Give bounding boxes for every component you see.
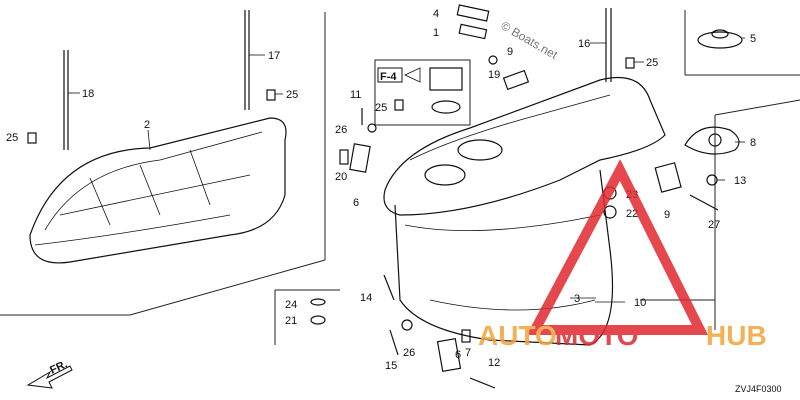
callout-27: 27 [708, 219, 720, 231]
callout-20: 20 [335, 171, 347, 183]
callout-7: 7 [465, 347, 471, 359]
callout-9-lower: 9 [664, 209, 670, 221]
callout-25-d: 25 [375, 102, 387, 114]
stud-16 [605, 8, 612, 82]
callout-19: 19 [488, 69, 500, 81]
part-7 [461, 329, 471, 343]
callout-10: 10 [634, 297, 646, 309]
callout-25-a: 25 [286, 89, 298, 101]
part-22 [603, 205, 617, 219]
callout-16: 16 [578, 38, 590, 50]
ref-label-f4: F-4 [380, 71, 397, 83]
washer-26-upper [367, 123, 377, 133]
brand-hub: HUB [706, 320, 767, 351]
callout-24: 24 [285, 299, 297, 311]
left-panel-frame [0, 12, 326, 316]
callout-13: 13 [734, 175, 746, 187]
callout-25-c: 25 [646, 57, 658, 69]
dowel-25-right [625, 57, 635, 69]
part-6-lower [436, 337, 462, 373]
ref-box-f4 [374, 59, 471, 126]
callout-15: 15 [385, 360, 397, 372]
stud-18 [63, 50, 69, 150]
callout-14: 14 [360, 292, 372, 304]
dowel-25-mid [394, 99, 404, 111]
callout-17: 17 [268, 50, 280, 62]
dowel-25-left [266, 89, 276, 101]
callout-25-b: 25 [6, 132, 18, 144]
diagram-code: ZVJ4F0300 [735, 384, 782, 394]
brand-watermark-logo: AUTO MOTO HUB [478, 159, 767, 351]
right-panel-frame [640, 10, 800, 330]
washer-26-lower [401, 319, 413, 331]
brand-moto: MOTO [555, 320, 638, 351]
part-9-upper [502, 69, 530, 91]
part-6-upper [349, 143, 371, 173]
callout-18: 18 [82, 88, 94, 100]
callout-1: 1 [433, 27, 439, 39]
part-19-nut [488, 55, 498, 65]
callout-5: 5 [750, 33, 756, 45]
callout-4: 4 [433, 8, 439, 20]
callout-9-upper: 9 [507, 46, 513, 58]
leader-lines [68, 37, 745, 303]
callout-6-upper: 6 [353, 197, 359, 209]
callout-labels: 4 1 9 19 17 18 25 25 2 16 25 5 8 13 27 9… [6, 8, 756, 372]
bolt-12 [469, 377, 496, 389]
upper-case-shell [29, 117, 287, 264]
callout-26-a: 26 [335, 124, 347, 136]
callout-26-b: 26 [403, 347, 415, 359]
callout-2: 2 [144, 119, 150, 131]
front-arrow: FR. [26, 358, 73, 389]
part-5-grommet [697, 29, 743, 49]
part-4 [456, 4, 490, 22]
inset-box-24-21 [274, 289, 340, 345]
part-20 [339, 149, 349, 165]
callout-8: 8 [750, 137, 756, 149]
callout-3: 3 [574, 293, 580, 305]
callout-21: 21 [285, 315, 297, 327]
bolt-15 [389, 329, 399, 356]
brand-auto: AUTO [478, 320, 557, 351]
callout-6-lower: 6 [455, 349, 461, 361]
callout-11: 11 [350, 89, 361, 101]
dowel-25-far-left [27, 132, 37, 144]
front-label: FR. [48, 358, 69, 376]
part-1 [458, 23, 488, 40]
stud-17 [244, 10, 250, 110]
bolt-27 [689, 194, 719, 211]
part-9-lower [654, 162, 682, 193]
lower-case-shell [383, 76, 666, 346]
bolt-14 [383, 274, 395, 301]
part-8-cover [684, 126, 740, 155]
callout-12: 12 [488, 357, 500, 369]
